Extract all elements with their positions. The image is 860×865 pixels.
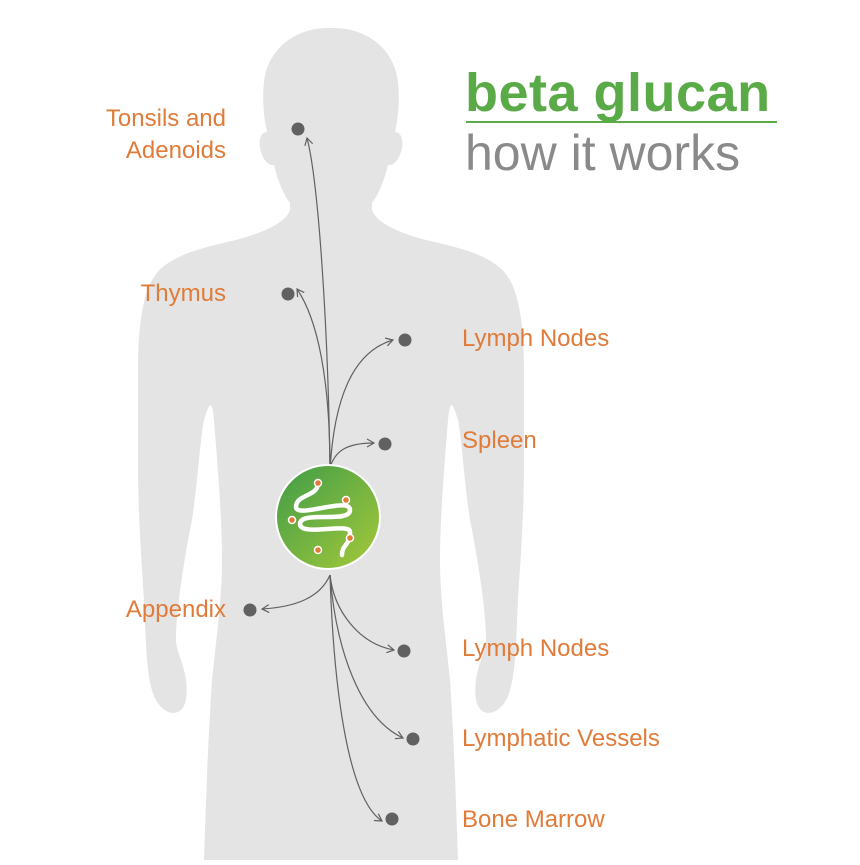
arrow-lymph-nodes-upper (329, 337, 395, 471)
dot-lymph-nodes-upper (398, 333, 412, 347)
dot-lymphatic-vessels (406, 732, 420, 746)
dot-bone-marrow (385, 812, 399, 826)
title-subtitle: how it works (465, 125, 741, 181)
label-lymph-nodes-lower: Lymph Nodes (462, 635, 610, 662)
organ-dots (243, 122, 420, 826)
arrow-thymus (296, 287, 331, 471)
label-lymph-nodes-upper: Lymph Nodes (462, 325, 610, 352)
arrow-bone-marrow (329, 574, 384, 822)
dot-tonsils (291, 122, 305, 136)
title-main: beta glucan (465, 63, 771, 123)
dot-appendix (243, 603, 257, 617)
dot-spleen (378, 437, 392, 451)
connector-arrows (260, 136, 405, 822)
label-tonsils-line2: Adenoids (125, 137, 226, 164)
arrow-appendix (260, 574, 331, 614)
dot-lymph-nodes-lower (397, 644, 411, 658)
arrow-lymph-nodes-lower (329, 574, 396, 654)
title-underline (466, 121, 777, 123)
label-tonsils: Tonsils and Adenoids (70, 103, 226, 167)
label-thymus: Thymus (140, 280, 226, 307)
body-silhouette (138, 28, 524, 860)
arrow-tonsils (304, 136, 331, 471)
label-spleen: Spleen (462, 427, 537, 454)
arrow-lymphatic-vessels (329, 574, 405, 740)
label-tonsils-line1: Tonsils and (105, 105, 226, 132)
dot-thymus (281, 287, 295, 301)
intestine-icon (275, 464, 381, 570)
arrow-spleen (329, 438, 376, 469)
label-appendix: Appendix (125, 596, 226, 623)
label-lymphatic-vessels: Lymphatic Vessels (462, 725, 660, 752)
label-bone-marrow: Bone Marrow (462, 806, 605, 833)
